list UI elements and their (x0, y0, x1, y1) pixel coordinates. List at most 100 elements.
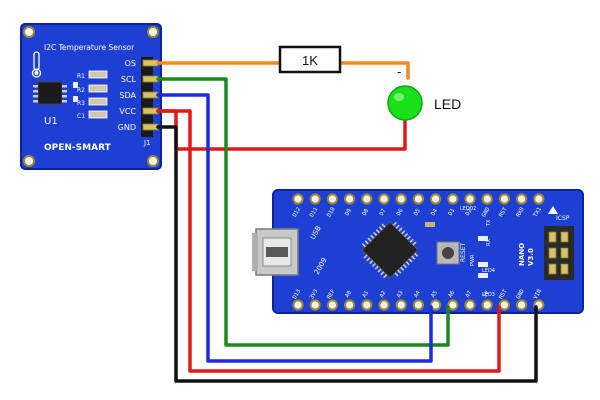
header-pin-hole (344, 193, 356, 205)
chip-pin (374, 265, 379, 270)
icsp-label: ICSP (556, 215, 570, 222)
chip-pin (401, 230, 406, 235)
bottom-pin-label: RST (498, 288, 509, 300)
led: - LED (387, 64, 461, 121)
header-pin-hole (447, 193, 459, 205)
chip-pin (370, 234, 375, 239)
mount-hole (23, 26, 35, 38)
bottom-pin-label: A1 (362, 290, 371, 299)
chip-pin (375, 229, 380, 234)
chip-pin (402, 263, 408, 269)
top-pin-label: D8 (362, 208, 371, 217)
header-pin-hole (361, 193, 373, 205)
top-pin-label: D6 (396, 208, 405, 217)
header-pin-hole (326, 193, 338, 205)
bottom-pin-label: A2 (379, 290, 388, 299)
bottom-pin-label: A4 (413, 290, 422, 299)
sensor-pin-label: OS (125, 59, 136, 68)
wire-gnd-black (156, 125, 538, 383)
top-pin-label: D5 (413, 208, 422, 217)
header-pin-hole (378, 193, 390, 205)
chip-pin (367, 237, 372, 242)
arduino-top-header (292, 193, 545, 205)
bottom-pin-label: A0 (344, 290, 353, 299)
top-pin-label: RX0 (516, 207, 526, 219)
header-pin-hole (378, 299, 390, 311)
led-icon (387, 85, 423, 121)
bottom-pin-label: 3V3 (309, 289, 319, 301)
header-pin-hole (464, 299, 476, 311)
smd-capacitor (88, 110, 108, 119)
usb-connector-icon (252, 228, 299, 276)
c1-label: C1 (77, 113, 85, 120)
top-pin-label: D11 (309, 207, 319, 219)
r1-label: R1 (77, 73, 85, 80)
smd-component (425, 222, 435, 227)
icsp-pin (560, 231, 569, 243)
header-pin-hole (412, 193, 424, 205)
top-pin-label: RST (498, 206, 509, 218)
chip-pin (397, 269, 402, 274)
thermometer-icon (31, 51, 42, 78)
header-pin-hole (309, 193, 321, 205)
chip-pin (62, 95, 67, 98)
bottom-pin-label: REF (326, 288, 337, 300)
chip-pin (62, 100, 67, 103)
header-pin-hole (326, 299, 338, 311)
icsp-pin (548, 231, 557, 243)
header-pin-hole (309, 299, 321, 311)
chip-pin (412, 241, 417, 246)
r2-label: R2 (77, 87, 85, 94)
led-label: LED (434, 96, 461, 112)
sensor-pin-label: VCC (119, 107, 136, 116)
led-indicator (478, 273, 488, 278)
header-pin-hole (292, 299, 304, 311)
bottom-pin-label: A6 (448, 290, 457, 299)
smd-component (73, 82, 78, 88)
chip-pin (381, 223, 386, 228)
header-pin-hole (533, 193, 545, 205)
header-pin-hole (412, 299, 424, 311)
icsp-pin (560, 247, 569, 259)
sensor-pcb (21, 24, 161, 169)
top-pin-label: D10 (326, 207, 336, 219)
wire-os-orange (156, 61, 410, 80)
chip-pin (398, 227, 403, 232)
chip-pin (406, 235, 411, 240)
chip-pin (400, 266, 405, 271)
wire-scl-green (156, 77, 450, 347)
smd-resistor (88, 84, 108, 93)
chip-pin (33, 85, 38, 88)
i2c-temperature-sensor-board: I2C Temperature Sensor U1 R1 R2 R3 C1 OS… (20, 23, 162, 170)
bottom-pin-label: 5V (482, 290, 491, 299)
sensor-pin (142, 59, 159, 67)
sensor-pin (142, 123, 159, 131)
header-pin-hole (430, 193, 442, 205)
top-pin-label: TX1 (533, 207, 543, 219)
chip-pin (371, 262, 377, 268)
chip-pin (364, 240, 369, 245)
chip-pin (414, 252, 419, 257)
chip-pin (33, 95, 38, 98)
j1-label: J1 (143, 139, 151, 147)
led-label-tx: TX (486, 219, 492, 227)
reset-label: RESET (460, 242, 467, 262)
top-pin-label: D3 (448, 208, 457, 217)
chip-pin (33, 90, 38, 93)
chip-pin (62, 85, 67, 88)
led-indicator (478, 262, 488, 267)
led-label-pwr: PWR (470, 254, 476, 266)
wires (156, 61, 538, 383)
wire-vcc-red-led (156, 109, 407, 151)
sensor-pin-label: SDA (119, 91, 136, 100)
chip-pin (361, 243, 366, 248)
chip-pin (372, 231, 378, 237)
bottom-pin-label: A7 (465, 290, 474, 299)
smd-component (73, 96, 78, 102)
top-pin-label: D4 (430, 208, 439, 217)
header-pin-hole (498, 193, 510, 205)
